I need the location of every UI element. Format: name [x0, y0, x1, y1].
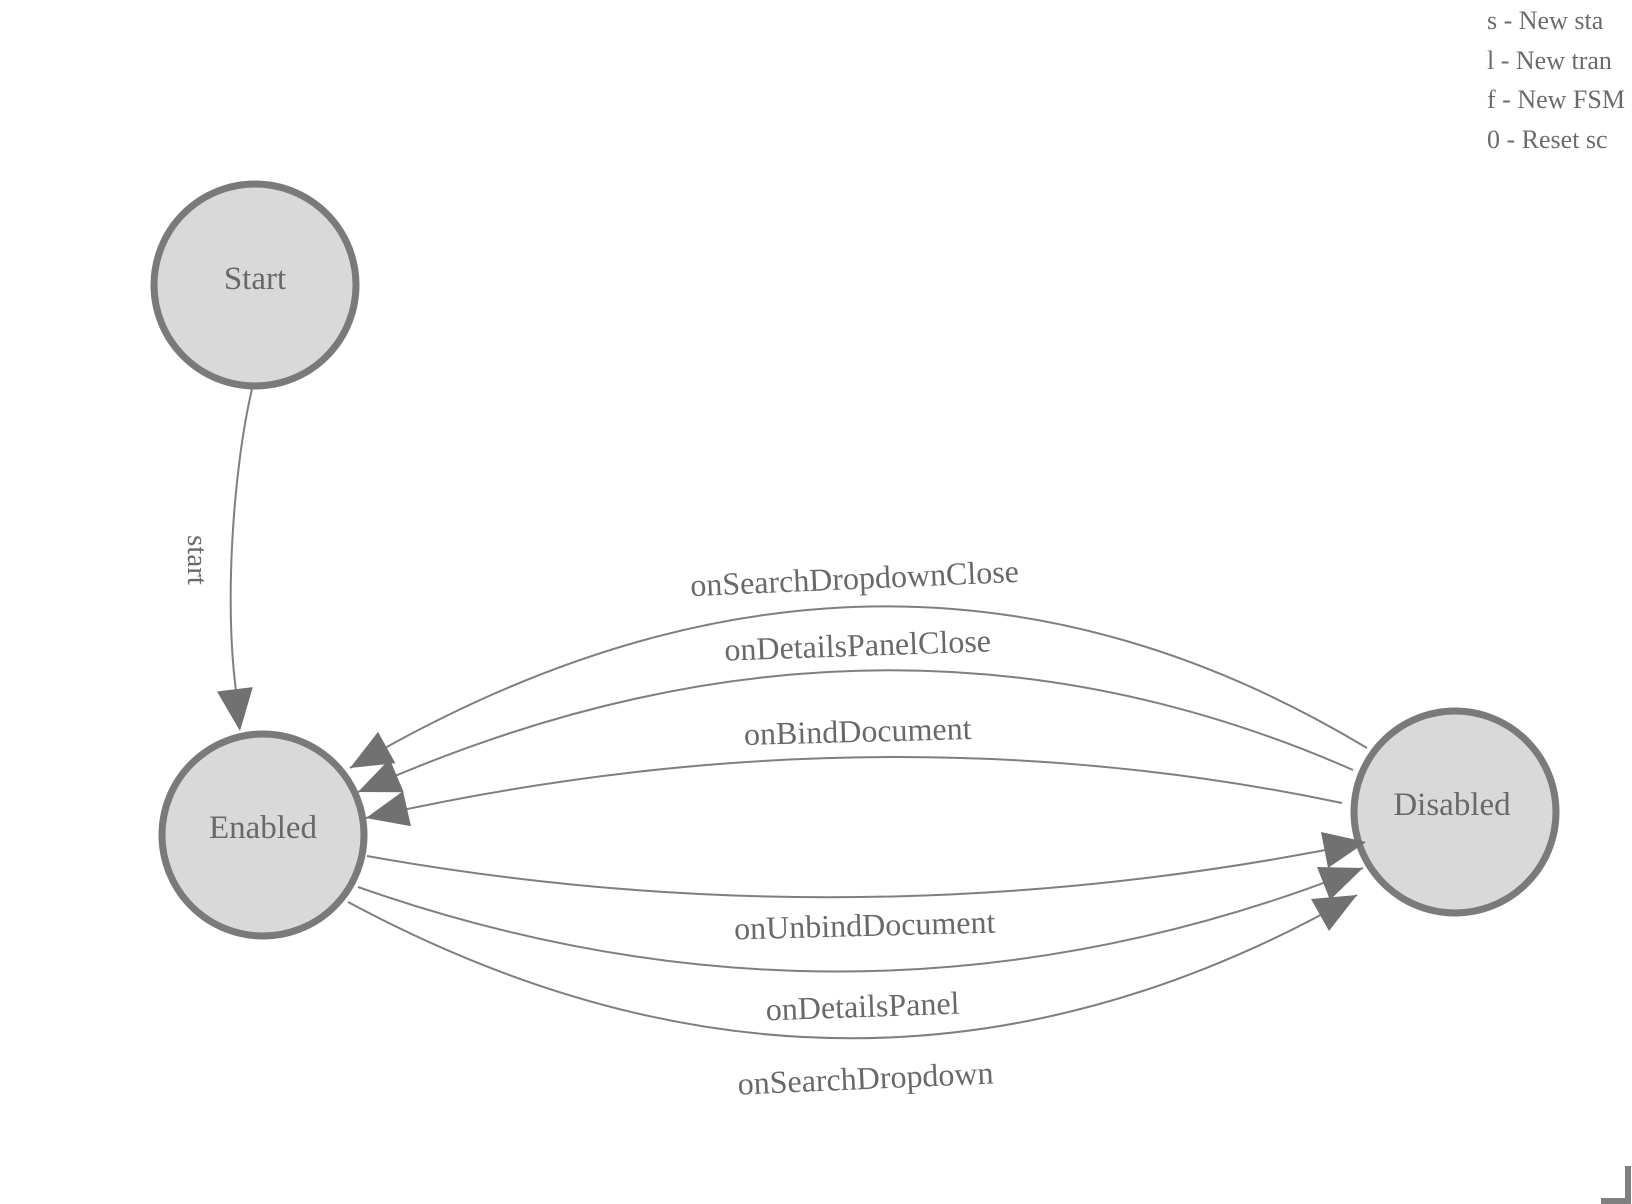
transition-edge-onDetailsPanelClose[interactable] — [357, 669, 1354, 793]
legend-line-new-state: s - New sta — [1487, 6, 1604, 35]
legend-line-new-transition: l - New tran — [1487, 45, 1612, 75]
arrowhead-start — [217, 687, 253, 731]
transition-label-onSearchDropdownClose[interactable]: onSearchDropdownClose — [689, 553, 1019, 603]
transition-label-start[interactable]: start — [181, 535, 213, 585]
state-circle-enabled[interactable] — [158, 730, 368, 940]
arrowhead-onUnbindDocument — [1321, 832, 1366, 868]
transition-edge-onDetailsPanel[interactable] — [357, 867, 1364, 973]
transition-label-onDetailsPanelClose[interactable]: onDetailsPanelClose — [724, 622, 992, 667]
state-circle-start[interactable] — [150, 180, 360, 390]
arrowhead-onSearchDropdownClose — [350, 731, 396, 768]
arrowhead-onDetailsPanelClose — [358, 759, 404, 793]
arrowhead-onSearchDropdown — [1311, 895, 1357, 931]
state-label-enabled: Enabled — [209, 810, 318, 846]
state-node-disabled: Disabled — [1350, 707, 1560, 917]
legend-line-reset: 0 - Reset sc — [1487, 124, 1608, 154]
transition-label-onDetailsPanel[interactable]: onDetailsPanel — [765, 985, 960, 1028]
transition-edge-onSearchDropdown[interactable] — [347, 894, 1358, 1040]
canvas-corner-bracket — [1601, 1166, 1631, 1204]
transition-label-onSearchDropdown[interactable]: onSearchDropdown — [737, 1054, 994, 1101]
transition-edge-onSearchDropdownClose[interactable] — [349, 605, 1368, 769]
state-node-start: Start — [150, 180, 360, 390]
arrowhead-onBindDocument — [366, 791, 411, 827]
state-label-disabled: Disabled — [1393, 787, 1511, 823]
transition-edge-onUnbindDocument[interactable] — [366, 841, 1367, 899]
state-node-enabled: Enabled — [158, 730, 368, 940]
shortcut-legend: s - New sta l - New tran f - New FSM 0 -… — [1487, 1, 1625, 159]
transition-label-onBindDocument[interactable]: onBindDocument — [744, 710, 973, 752]
legend-line-new-fsm: f - New FSM — [1487, 85, 1625, 114]
transition-label-onUnbindDocument[interactable]: onUnbindDocument — [734, 904, 996, 947]
arrowhead-onDetailsPanel — [1317, 867, 1363, 900]
state-circle-disabled[interactable] — [1350, 707, 1560, 917]
transition-edge-onBindDocument[interactable] — [365, 755, 1343, 819]
transition-edge-start[interactable] — [229, 388, 253, 706]
state-label-start: Start — [224, 261, 286, 297]
